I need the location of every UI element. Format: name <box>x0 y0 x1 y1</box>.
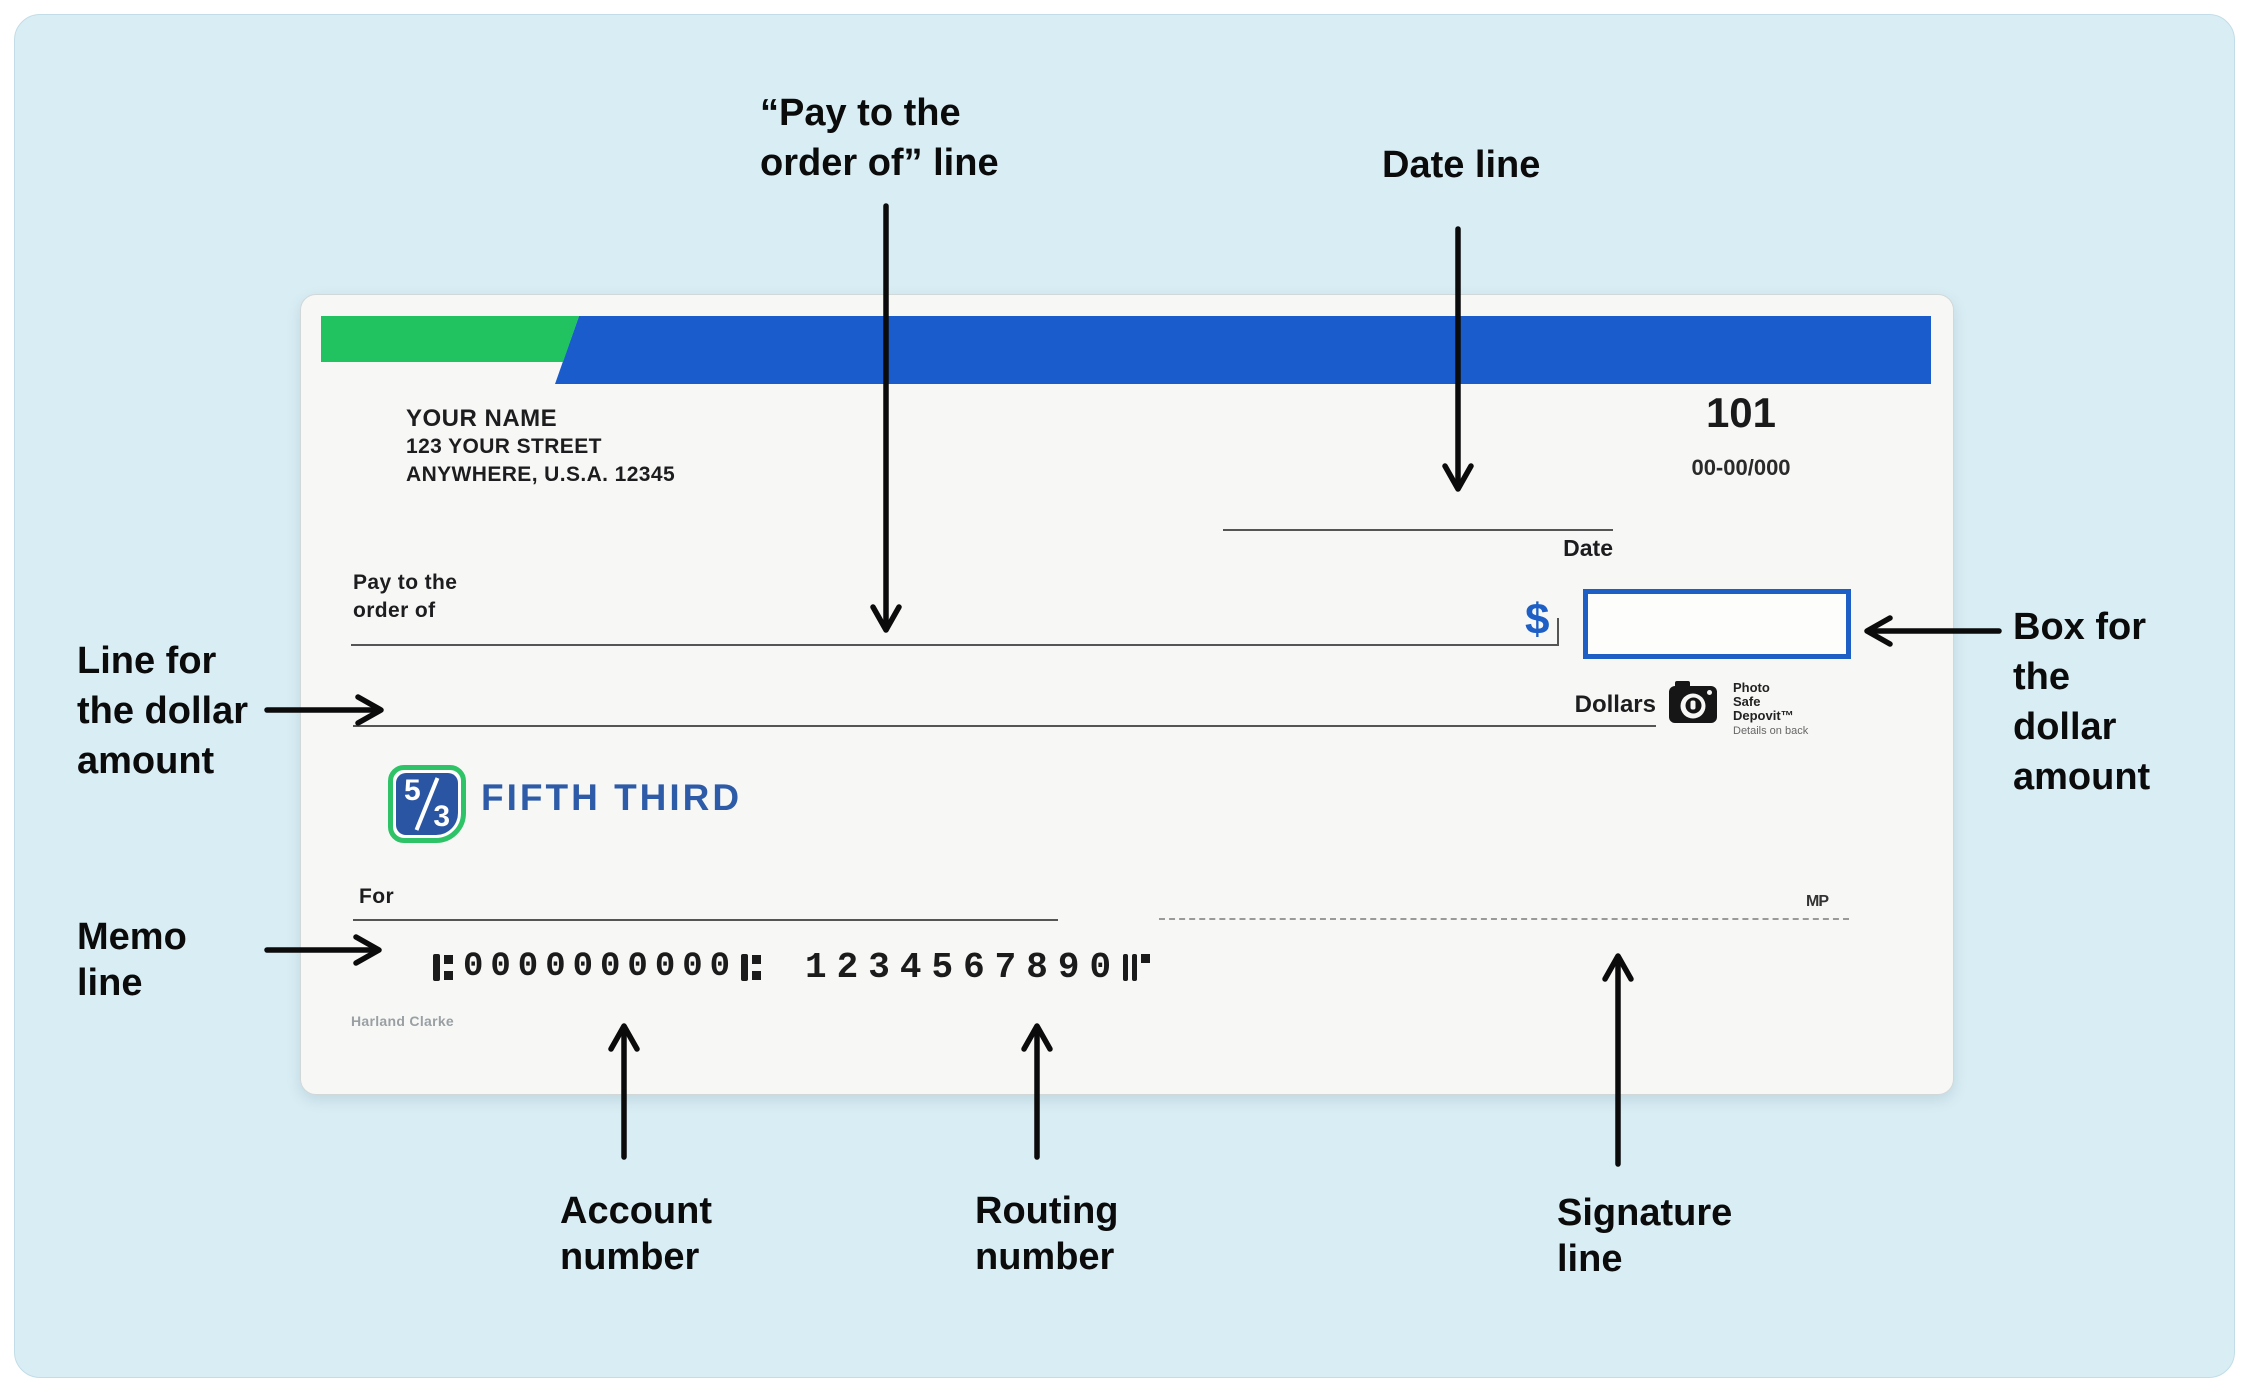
pay-to-label-2: order of <box>353 599 436 622</box>
pay-to-order-arrow-icon <box>870 203 902 633</box>
logo-five: 5 <box>404 774 421 807</box>
micr-bar <box>1123 953 1129 981</box>
date-line-arrow-icon <box>1442 226 1474 492</box>
label-line: line <box>77 962 143 1004</box>
dollar-sign: $ <box>1525 595 1550 644</box>
micr-bar <box>433 953 440 981</box>
label-line: Line for <box>77 640 217 682</box>
check-number: 101 <box>1705 389 1777 436</box>
pay-line-end-tick <box>1557 618 1559 645</box>
amount-box-arrow-icon <box>1864 615 2002 647</box>
blue-header-bar <box>555 316 1931 384</box>
account-number-arrow-icon <box>608 1023 640 1160</box>
green-header-bar <box>321 316 579 362</box>
check-header-bars <box>321 316 1931 384</box>
routing-number-arrow-icon <box>1021 1023 1053 1160</box>
date-line <box>1223 529 1613 531</box>
label-line: amount <box>2013 756 2151 798</box>
printer-credit: Harland Clarke <box>351 1013 455 1029</box>
label-line: number <box>560 1236 700 1278</box>
micr-transit-symbol <box>433 953 453 981</box>
label-routing-number: Routing number <box>975 1188 1119 1280</box>
label-memo-line: Memo line <box>77 914 187 1006</box>
label-dollar-amount-line: Line for the dollar amount <box>77 636 248 786</box>
payor-street: 123 YOUR STREET <box>406 435 602 458</box>
label-line: the <box>2013 656 2070 698</box>
label-line: Account <box>560 1190 712 1232</box>
camera-lens-dot <box>1690 700 1696 709</box>
memo-line <box>353 919 1058 921</box>
fifth-third-logo-icon: 5 3 <box>388 765 466 843</box>
pay-to-label-1: Pay to the <box>353 571 458 594</box>
micr-line: 0000000000 1234567890 <box>433 946 1151 988</box>
logo-three: 3 <box>433 800 450 833</box>
microprint-mp-mark: MP <box>1806 893 1829 910</box>
label-line: Routing <box>975 1190 1119 1232</box>
fifth-third-logo-shield: 5 3 <box>396 773 458 835</box>
label-line: amount <box>77 740 215 782</box>
check-image: YOUR NAME 123 YOUR STREET ANYWHERE, U.S.… <box>300 294 1954 1095</box>
photosafe-line: Depovit™ <box>1733 708 1794 723</box>
label-line: Date line <box>1382 144 1541 186</box>
label-line: Memo <box>77 916 187 958</box>
micr-on-us-symbol <box>1123 953 1151 981</box>
signature-line-arrow-icon <box>1602 953 1634 1167</box>
micr-transit-symbol <box>741 953 762 981</box>
label-pay-to-order-line: “Pay to the order of” line <box>760 88 999 188</box>
photosafe-line: Photo <box>1733 680 1770 695</box>
micr-squares <box>752 954 762 980</box>
label-account-number: Account number <box>560 1188 712 1280</box>
micr-bar <box>741 953 749 981</box>
label-line: Box for <box>2013 606 2146 648</box>
bank-name: FIFTH THIRD <box>481 777 743 818</box>
pay-to-order-line <box>351 644 1559 646</box>
signature-line <box>1159 918 1849 920</box>
micr-squares <box>444 954 453 980</box>
label-line: line <box>1557 1238 1623 1280</box>
date-label: Date <box>1563 535 1613 561</box>
memo-line-arrow-icon <box>264 934 382 966</box>
label-line: the dollar <box>77 690 249 732</box>
for-memo-label: For <box>359 885 395 908</box>
label-dollar-amount-box: Box for the dollar amount <box>2013 602 2150 802</box>
dollar-amount-box <box>1583 589 1851 659</box>
photo-safe-deposit-text: Photo Safe Depovit™ Details on back <box>1733 681 1808 738</box>
label-line: “Pay to the <box>760 92 961 134</box>
micr-square <box>1141 953 1151 963</box>
label-line: dollar <box>2013 706 2117 748</box>
fractional-routing-number: 00-00/000 <box>1691 455 1791 480</box>
micr-account-number: 0000000000 <box>463 948 738 986</box>
dollars-label: Dollars <box>1574 691 1656 718</box>
camera-icon <box>1669 681 1717 723</box>
photosafe-line: Safe <box>1733 694 1761 709</box>
payor-name: YOUR NAME <box>406 405 558 432</box>
dollar-amount-line <box>353 725 1656 727</box>
dollar-line-arrow-icon <box>264 694 384 726</box>
label-line: Signature <box>1557 1192 1733 1234</box>
label-line: order of” line <box>760 142 999 184</box>
payor-city: ANYWHERE, U.S.A. 12345 <box>406 463 676 486</box>
label-date-line: Date line <box>1382 140 1540 190</box>
label-signature-line: Signature line <box>1557 1190 1732 1282</box>
micr-routing-number: 1234567890 <box>805 946 1122 988</box>
label-line: number <box>975 1236 1115 1278</box>
micr-bar <box>1132 953 1138 981</box>
photosafe-note: Details on back <box>1733 725 1809 737</box>
